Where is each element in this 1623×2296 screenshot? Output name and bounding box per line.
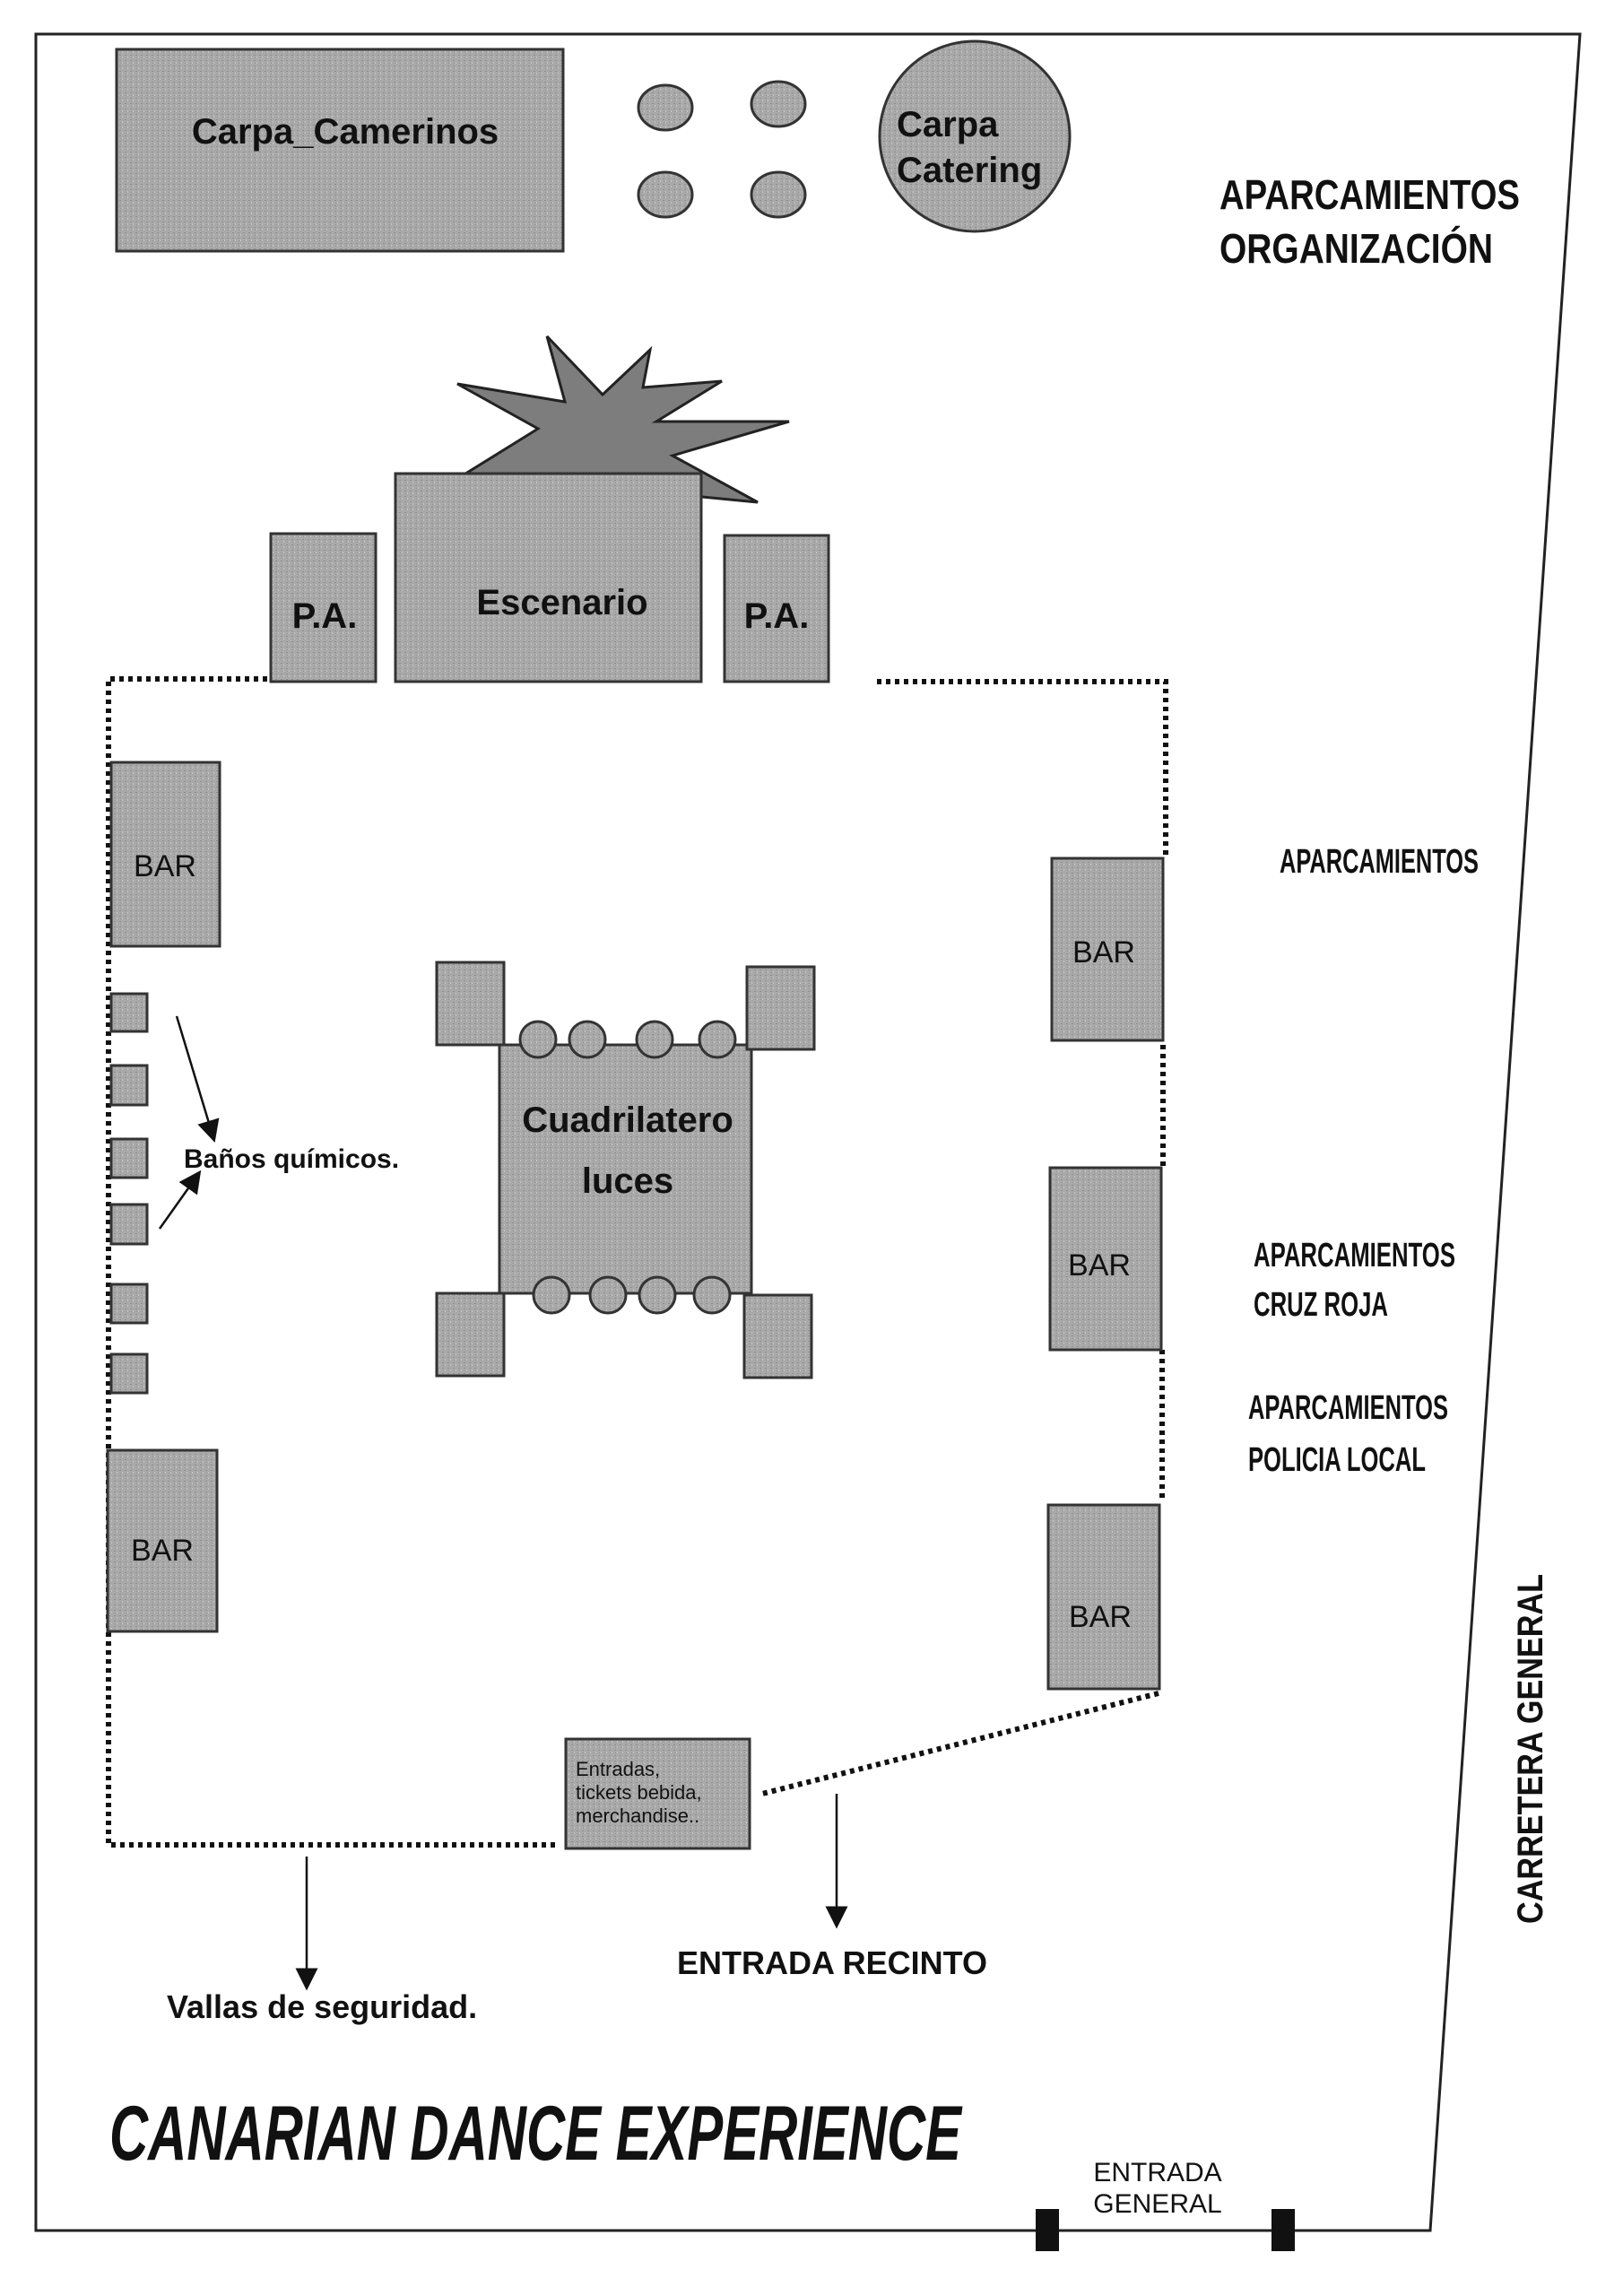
spotlight bbox=[588, 1275, 628, 1315]
bar-right-2-label: BAR bbox=[1068, 1248, 1131, 1283]
pa-speaker-left bbox=[269, 532, 378, 683]
carpa-camerinos bbox=[115, 48, 565, 253]
carpa-catering-label-2: Catering bbox=[897, 151, 1042, 190]
bar-right-1-label: BAR bbox=[1072, 935, 1135, 970]
entrada-general-label-1: ENTRADA bbox=[1093, 2158, 1221, 2187]
toilet-cabin bbox=[109, 992, 149, 1033]
cuadrilatero-luces bbox=[498, 1043, 753, 1295]
toilet-cabin bbox=[109, 1352, 149, 1395]
ticket-booth-label-3: merchandise.. bbox=[576, 1805, 699, 1827]
bar-right-3 bbox=[1046, 1503, 1161, 1691]
cuadrilatero-label-2: luces bbox=[582, 1161, 673, 1201]
spotlight bbox=[518, 1020, 558, 1059]
spotlight bbox=[698, 1020, 737, 1059]
ticket-booth bbox=[564, 1737, 751, 1850]
cuadrilatero-label-1: Cuadrilatero bbox=[522, 1100, 733, 1140]
entrada-recinto-label: ENTRADA RECINTO bbox=[677, 1944, 987, 1981]
catering-table bbox=[637, 83, 694, 132]
toilet-cabin bbox=[109, 1283, 149, 1325]
bar-right-3-label: BAR bbox=[1069, 1600, 1132, 1634]
catering-table bbox=[637, 170, 694, 219]
parking-cruz-roja-label-1: APARCAMIENTOS bbox=[1254, 1237, 1455, 1274]
catering-table bbox=[750, 80, 807, 128]
entrada-general-label-2: GENERAL bbox=[1093, 2189, 1221, 2219]
toilet-cabin bbox=[109, 1064, 149, 1107]
toilets-label: Baños químicos. bbox=[184, 1144, 399, 1174]
bar-right-1 bbox=[1050, 857, 1165, 1042]
parking-cruz-roja-label-2: CRUZ ROJA bbox=[1254, 1286, 1388, 1324]
escenario-label: Escenario bbox=[476, 583, 647, 622]
gate-post-right bbox=[1271, 2209, 1295, 2251]
parking-policia-label-2: POLICIA LOCAL bbox=[1248, 1441, 1426, 1479]
bar-left-bottom-label: BAR bbox=[131, 1534, 194, 1568]
toilets-arrow-bottom bbox=[158, 1170, 202, 1230]
spotlight bbox=[692, 1275, 732, 1315]
spotlight bbox=[532, 1275, 571, 1315]
light-tower bbox=[435, 1292, 506, 1378]
ticket-booth-label-2: tickets bebida, bbox=[576, 1781, 702, 1804]
pa-speaker-right bbox=[723, 534, 830, 683]
light-tower bbox=[745, 965, 816, 1051]
spotlight bbox=[635, 1020, 674, 1059]
bar-left-top-label: BAR bbox=[134, 849, 196, 883]
parking-organizacion-label-1: APARCAMIENTOS bbox=[1219, 171, 1520, 218]
pa-right-label: P.A. bbox=[744, 596, 810, 636]
parking-label: APARCAMIENTOS bbox=[1280, 843, 1479, 881]
gate-post-left bbox=[1036, 2209, 1059, 2251]
toilet-cabin bbox=[109, 1137, 149, 1179]
light-tower bbox=[435, 961, 506, 1047]
parking-organizacion-label-2: ORGANIZACIÓN bbox=[1219, 225, 1493, 272]
site-boundary bbox=[34, 32, 1582, 2232]
carpa-camerinos-label: Carpa_Camerinos bbox=[192, 112, 499, 152]
bar-left-top bbox=[109, 761, 221, 948]
spotlight bbox=[638, 1275, 677, 1315]
toilets-arrow-top bbox=[175, 1015, 220, 1143]
catering-table bbox=[750, 170, 807, 219]
carpa-catering-label-1: Carpa bbox=[897, 105, 999, 144]
light-tower bbox=[742, 1293, 813, 1379]
vallas-label: Vallas de seguridad. bbox=[167, 1988, 477, 2025]
escenario bbox=[394, 472, 703, 683]
bar-left-bottom bbox=[106, 1448, 219, 1633]
ticket-booth-label-1: Entradas, bbox=[576, 1758, 660, 1780]
spotlight bbox=[568, 1020, 607, 1059]
parking-policia-label-1: APARCAMIENTOS bbox=[1248, 1389, 1448, 1427]
event-title: CANARIAN DANCE EXPERIENCE bbox=[109, 2091, 963, 2177]
security-fence bbox=[106, 676, 1168, 1848]
pa-left-label: P.A. bbox=[292, 596, 358, 636]
carretera-general-label: CARRETERA GENERAL bbox=[1511, 1574, 1550, 1924]
toilet-cabin bbox=[109, 1203, 149, 1246]
carpa-catering bbox=[878, 39, 1072, 233]
chemical-toilets bbox=[109, 992, 149, 1395]
bar-right-2 bbox=[1048, 1166, 1163, 1352]
